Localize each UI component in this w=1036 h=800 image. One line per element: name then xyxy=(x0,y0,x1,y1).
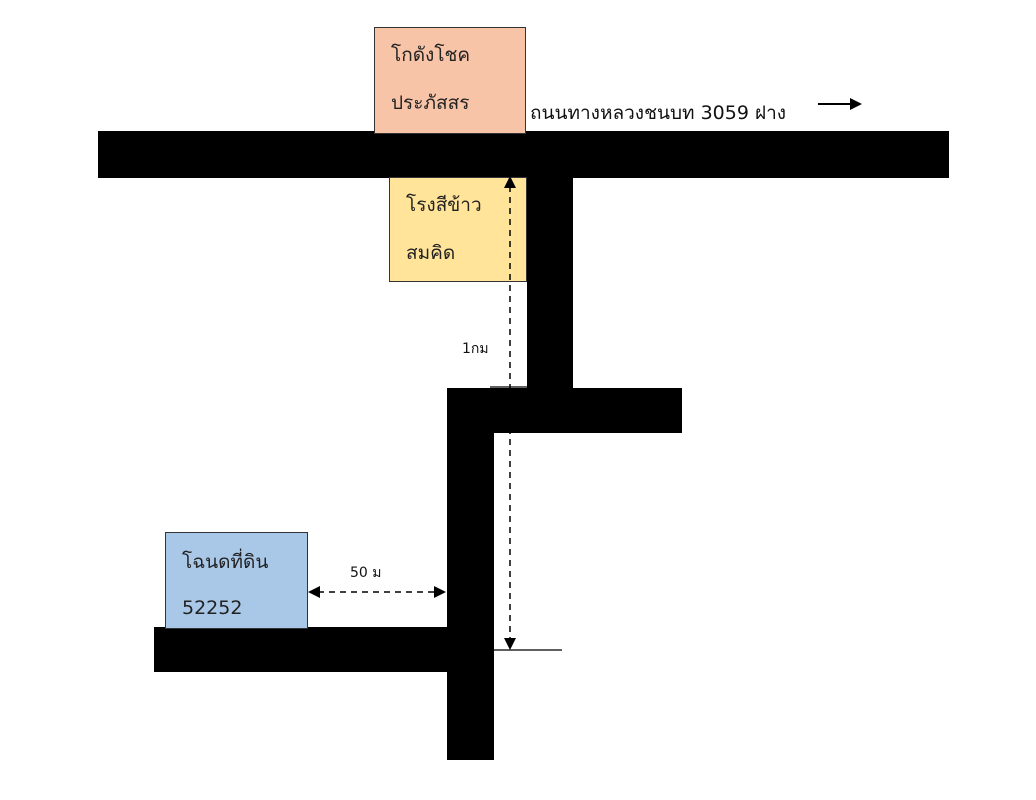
road-label: ถนนทางหลวงชนบท 3059 ฝาง xyxy=(530,102,787,124)
land-deed-number: 52252 xyxy=(182,597,243,619)
rice-mill-name-line1: โรงสีข้าว xyxy=(406,194,482,216)
branch-road-lower-vertical xyxy=(447,388,494,760)
warehouse-box: โกดังโชค ประภัสสร xyxy=(374,27,526,134)
warehouse-name-line2: ประภัสสร xyxy=(391,92,470,114)
horizontal-distance-label: 50 ม xyxy=(350,565,382,581)
horizontal-distance-arrow xyxy=(308,586,446,598)
rice-mill-box: โรงสีข้าว สมคิด xyxy=(389,177,527,282)
vertical-distance-label: 1กม xyxy=(462,341,489,357)
right-arrow-icon xyxy=(818,98,862,110)
main-road xyxy=(98,131,949,178)
branch-road-upper-vertical xyxy=(527,176,573,389)
land-deed-box: โฉนดที่ดิน 52252 xyxy=(165,532,308,629)
side-road-lower-left xyxy=(154,627,494,672)
warehouse-name-line1: โกดังโชค xyxy=(391,44,471,66)
land-deed-title: โฉนดที่ดิน xyxy=(182,551,269,573)
vertical-distance-arrow xyxy=(504,176,516,650)
rice-mill-name-line2: สมคิด xyxy=(406,242,456,264)
